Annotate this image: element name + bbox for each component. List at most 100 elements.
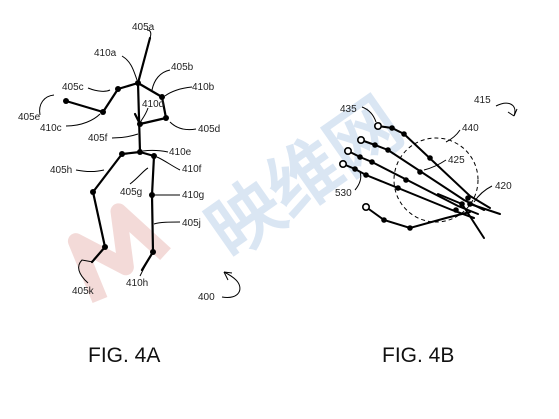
leader-lines-4b [354,102,518,203]
label-405c: 405c [62,82,84,93]
joint [385,147,391,153]
leader-405b [151,69,171,91]
joint-hand-left [63,98,69,104]
joint-ankle-left [102,244,108,250]
hand-open-joints [338,122,382,212]
fingertip-thumb [361,203,370,212]
bone-405g [150,154,156,197]
label-405j: 405j [182,218,201,229]
bone-405a [136,36,152,85]
skeleton-joints [63,80,169,255]
joint [403,177,409,183]
leader-410f [156,156,181,171]
watermark: 映维网 [67,81,417,304]
joint-410c [100,109,106,115]
labels-4b: 435 415 440 425 530 420 [335,95,512,199]
label-405e: 405e [18,112,41,123]
label-440: 440 [462,123,479,134]
label-405a: 405a [132,22,155,33]
leader-400 [221,271,241,298]
watermark-text: 映维网 [192,81,417,274]
label-410e: 410e [169,147,192,158]
joint [453,207,459,213]
leader-410h [139,255,152,277]
leader-405c [87,87,111,92]
label-405g: 405g [120,187,142,198]
label-410h: 410h [126,278,148,289]
arrow-400-head [223,271,233,281]
label-435: 435 [340,104,357,115]
label-405b: 405b [171,62,194,73]
label-405d: 405d [198,124,220,135]
leader-410a [121,55,138,81]
fingertip-4 [338,160,347,169]
hand-joints [352,125,473,231]
label-405f: 405f [88,133,108,144]
bone-405c [116,81,140,91]
joint-410a [135,80,141,86]
joint [357,154,363,160]
bone-hip-left [120,150,142,156]
leader-405g [129,167,149,185]
label-415: 415 [474,95,491,106]
caption-fig-4a: FIG. 4A [88,344,160,367]
label-410b: 410b [192,82,215,93]
label-400: 400 [198,292,215,303]
joint [372,142,378,148]
caption-fig-4b: FIG. 4B [382,344,454,367]
fingertip-1 [373,122,382,131]
joint-410d [137,121,143,127]
bone-405d [160,95,168,120]
labels-4a: 405a 410a 405b 405c 410b 410d 405e 410c … [18,22,220,303]
leader-440 [445,129,461,143]
label-425: 425 [448,155,465,166]
leader-410c [65,113,101,127]
leader-415 [495,102,518,117]
leader-405d [169,121,197,131]
bone-405d-lower [138,116,168,126]
label-530: 530 [335,188,352,199]
label-410c: 410c [40,123,62,134]
leader-405k [78,259,94,284]
label-410g: 410g [182,190,204,201]
bone-upper-arm-left [101,87,120,114]
leader-410b [164,86,193,97]
leader-435 [361,106,377,123]
joint [381,217,387,223]
bone-405j [150,193,155,254]
joint [465,195,471,201]
joint-shoulder-left [115,86,121,92]
joint [363,172,369,178]
joint [395,185,401,191]
joint-hip-left [119,151,125,157]
bone-shin-left [91,190,107,249]
joint-410h [150,249,156,255]
bone-forearm-left [64,99,105,114]
leader-405h [75,169,105,172]
joint-410g [149,192,155,198]
leader-405a [146,29,152,39]
joint [407,225,413,231]
fingertip-2 [356,136,365,145]
joint [427,155,433,161]
bone-405b [136,81,164,99]
joint [389,125,395,131]
leader-405e [39,94,55,116]
label-410a: 410a [94,48,117,59]
label-410d: 410d [142,99,164,110]
joint [459,201,465,207]
joint [352,166,358,172]
wrist [469,203,501,215]
leader-405f [111,133,139,139]
joint [369,159,375,165]
joint-410b [159,94,165,100]
joint-knee-left [90,189,96,195]
leader-lines-4a [39,29,241,298]
dashed-region-440 [393,137,479,223]
label-420: 420 [495,181,512,192]
label-405h: 405h [50,165,72,176]
fingertip-3 [343,147,352,156]
bone-405h [91,152,124,194]
label-405k: 405k [72,286,95,297]
